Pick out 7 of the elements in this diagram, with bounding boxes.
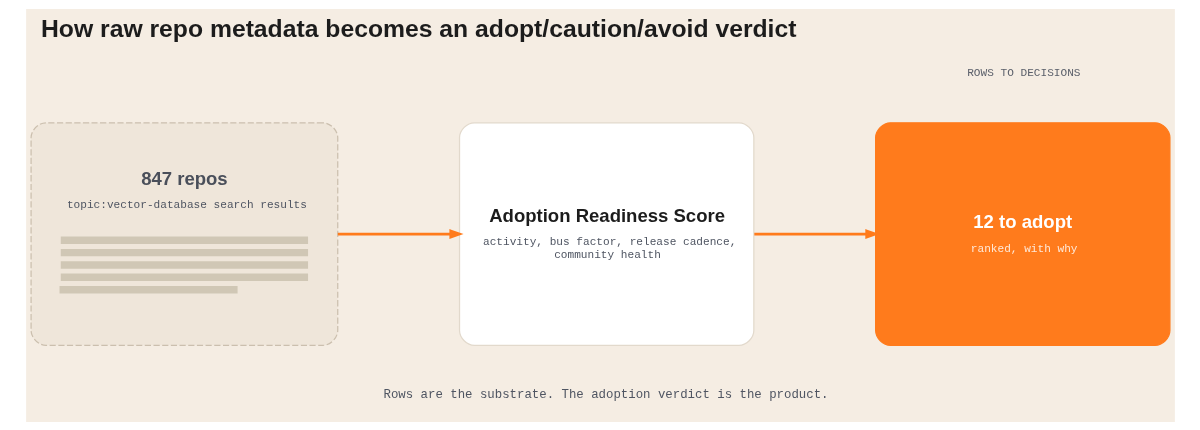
diagram-title: How raw repo metadata becomes an adopt/caution/avoid verdict [40,14,796,42]
node-box: 847 repos topic:vector-database search results [29,121,338,346]
label: ROWS TO DECISIONS [966,66,1080,79]
node-box: 12 to adopt ranked, with why [874,121,1171,346]
caption: Rows are the substrate. The adoption verdict is the product. [382,387,829,402]
arrow [337,228,464,239]
node-box: Adoption Readiness Score activity, bus factor, release cadence, community health [458,121,754,346]
